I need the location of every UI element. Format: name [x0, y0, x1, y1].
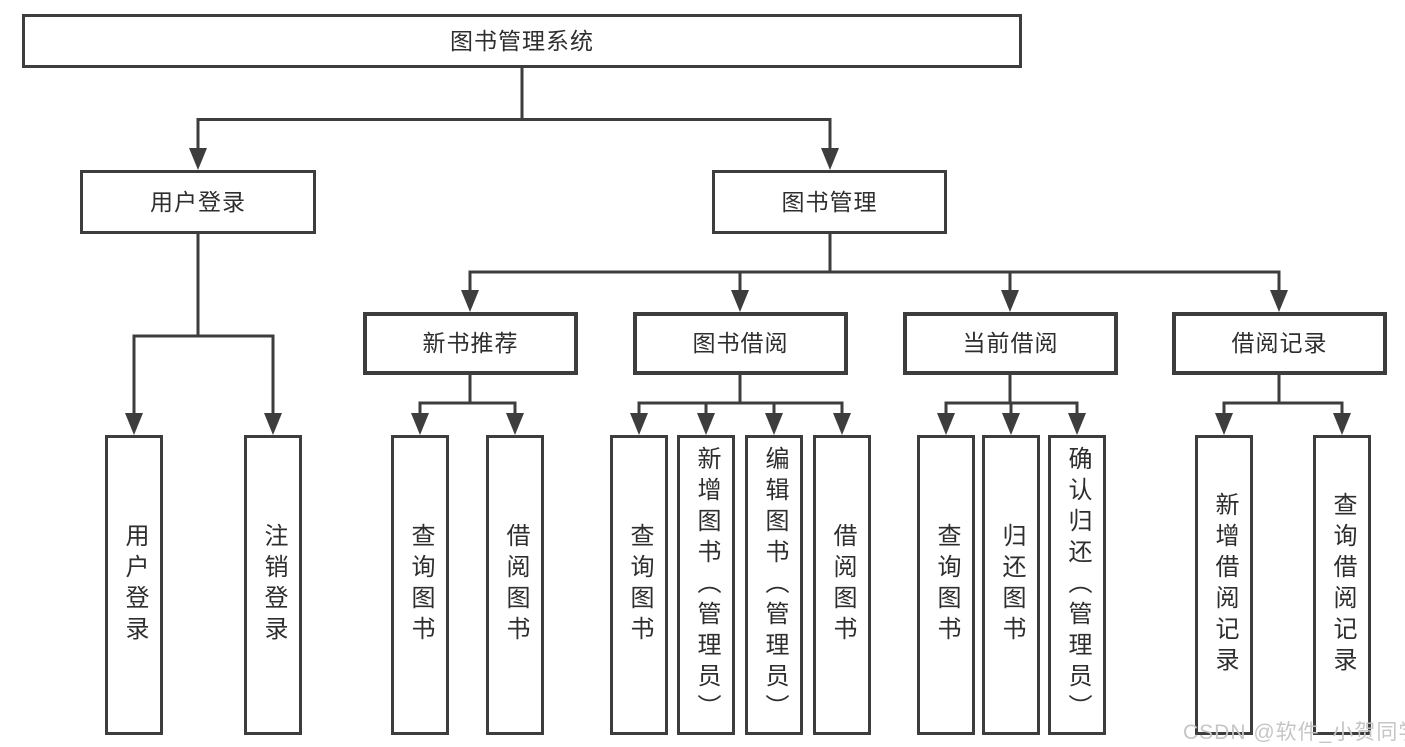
node-book-borrowing: 图书借阅	[633, 312, 848, 375]
leaf-label: 确认归还（管理员）	[1064, 445, 1091, 725]
leaf-label: 归还图书	[998, 523, 1025, 647]
leaf-label: 查询图书	[407, 523, 434, 647]
watermark: CSDN @软件_小贺同学	[1183, 721, 1405, 744]
leaf-search-books-borrow: 查询图书	[610, 435, 668, 735]
leaf-search-books-current: 查询图书	[917, 435, 975, 735]
leaf-label: 借阅图书	[829, 523, 856, 647]
connector-lines	[132, 66, 1344, 417]
leaf-confirm-return-admin: 确认归还（管理员）	[1048, 435, 1106, 735]
leaf-search-borrow-record: 查询借阅记录	[1313, 435, 1371, 735]
leaf-label: 新增借阅记录	[1211, 492, 1238, 678]
leaf-add-borrow-record: 新增借阅记录	[1195, 435, 1253, 735]
node-library-management-system: 图书管理系统	[22, 14, 1022, 68]
leaf-label: 查询借阅记录	[1329, 492, 1356, 678]
leaf-label: 用户登录	[121, 523, 148, 647]
node-borrowing-records: 借阅记录	[1172, 312, 1387, 375]
leaf-edit-books-admin: 编辑图书（管理员）	[745, 435, 803, 735]
leaf-user-login: 用户登录	[105, 435, 163, 735]
leaf-borrow-books-recommend: 借阅图书	[486, 435, 544, 735]
leaf-label: 新增图书（管理员）	[693, 445, 720, 725]
leaf-return-books: 归还图书	[982, 435, 1040, 735]
leaf-label: 注销登录	[260, 523, 287, 647]
leaf-label: 查询图书	[933, 523, 960, 647]
node-book-management: 图书管理	[712, 170, 947, 234]
leaf-label: 查询图书	[626, 523, 653, 647]
leaf-add-books-admin: 新增图书（管理员）	[677, 435, 735, 735]
node-new-book-recommendation: 新书推荐	[363, 312, 578, 375]
node-current-borrowing: 当前借阅	[903, 312, 1118, 375]
leaf-logout: 注销登录	[244, 435, 302, 735]
leaf-label: 编辑图书（管理员）	[761, 445, 788, 725]
leaf-search-books-recommend: 查询图书	[391, 435, 449, 735]
arrow-down-icons	[125, 148, 1351, 435]
node-user-login: 用户登录	[80, 170, 316, 234]
leaf-borrow-books: 借阅图书	[813, 435, 871, 735]
leaf-label: 借阅图书	[502, 523, 529, 647]
